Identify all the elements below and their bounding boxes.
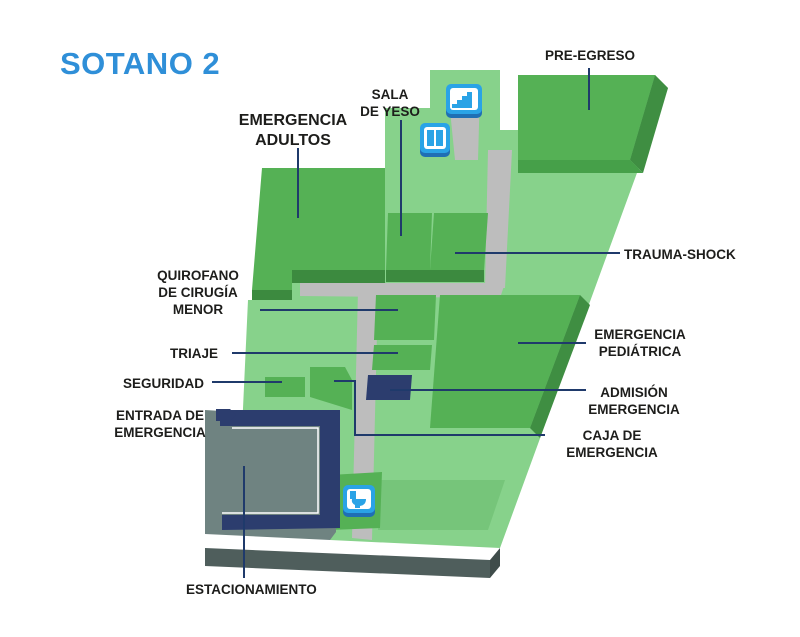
room-emergencia-adultos-edge2 [252, 290, 292, 300]
label-admision-line1: ADMISIÓN [600, 385, 668, 400]
floor-base-side [205, 548, 490, 578]
label-estacionamiento: ESTACIONAMIENTO [186, 582, 317, 597]
label-admision-emergencia: ADMISIÓN EMERGENCIA [588, 384, 680, 418]
room-pre-egreso-top [518, 75, 655, 160]
label-emergencia-pediatrica: EMERGENCIA PEDIÁTRICA [588, 326, 692, 360]
label-entrada-line2: EMERGENCIA [114, 425, 206, 440]
leader-caja [334, 380, 545, 436]
label-caja-line2: EMERGENCIA [566, 445, 658, 460]
label-emergencia-adultos-line2: ADULTOS [255, 132, 331, 149]
parking-access-road [220, 410, 340, 530]
room-triaje [372, 345, 432, 370]
label-sala-de-yeso-line1: SALA [371, 87, 409, 102]
label-quirofano: QUIROFANO DE CIRUGÍA MENOR [143, 267, 253, 318]
label-emergencia-adultos-line1: EMERGENCIA [238, 112, 348, 129]
corridor-horizontal [300, 283, 505, 298]
label-caja-line1: CAJA DE [582, 428, 642, 443]
parking-inner [205, 426, 318, 530]
label-entrada-de-emergencia: ENTRADA DE EMERGENCIA [107, 407, 213, 441]
label-entrada-line1: ENTRADA DE [115, 408, 204, 423]
room-trauma-shock [430, 213, 488, 270]
parking-outline [222, 427, 319, 514]
elevator-icon [420, 123, 450, 157]
room-emergencia-adultos-edge [292, 270, 385, 283]
room-seguridad-small [265, 377, 305, 397]
room-emergencia-adultos-top [252, 168, 385, 290]
room-seguridad-large [310, 367, 352, 410]
label-sala-de-yeso: SALA DE YESO [352, 86, 428, 120]
label-admision-line2: EMERGENCIA [588, 402, 680, 417]
room-emergencia-pediatrica-side [530, 295, 590, 438]
room-sala-de-yeso [386, 213, 432, 270]
label-sala-de-yeso-line2: DE YESO [360, 104, 420, 119]
label-quirofano-line1: QUIROFANO [157, 268, 239, 283]
label-caja-de-emergencia: CAJA DE EMERGENCIA [562, 427, 662, 461]
label-triaje: TRIAJE [170, 346, 219, 361]
floor-base-side-right [490, 548, 500, 578]
label-emergencia-adultos: EMERGENCIA ADULTOS [228, 111, 358, 151]
label-trauma-shock: TRAUMA-SHOCK [624, 247, 736, 262]
stairs-icon [446, 84, 482, 118]
label-emergencia-pediatrica-line2: PEDIÁTRICA [598, 344, 682, 359]
room-pre-egreso-side [630, 75, 668, 173]
page-title: SOTANO 2 [60, 46, 221, 81]
room-admision [366, 375, 412, 400]
room-quirofano [374, 295, 436, 340]
room-yeso-edge [386, 270, 484, 282]
label-quirofano-line2: DE CIRUGÍA [158, 285, 238, 300]
leader-lines [212, 68, 620, 578]
label-pre-egreso: PRE-EGRESO [545, 48, 636, 63]
label-emergencia-pediatrica-line1: EMERGENCIA [594, 327, 686, 342]
entrance-arrow-icon [216, 409, 236, 421]
toilet-icon [343, 485, 375, 517]
label-seguridad: SEGURIDAD [123, 376, 205, 391]
label-quirofano-line3: MENOR [172, 302, 224, 317]
room-lower-right [378, 480, 505, 530]
room-pre-egreso-front [518, 160, 643, 173]
